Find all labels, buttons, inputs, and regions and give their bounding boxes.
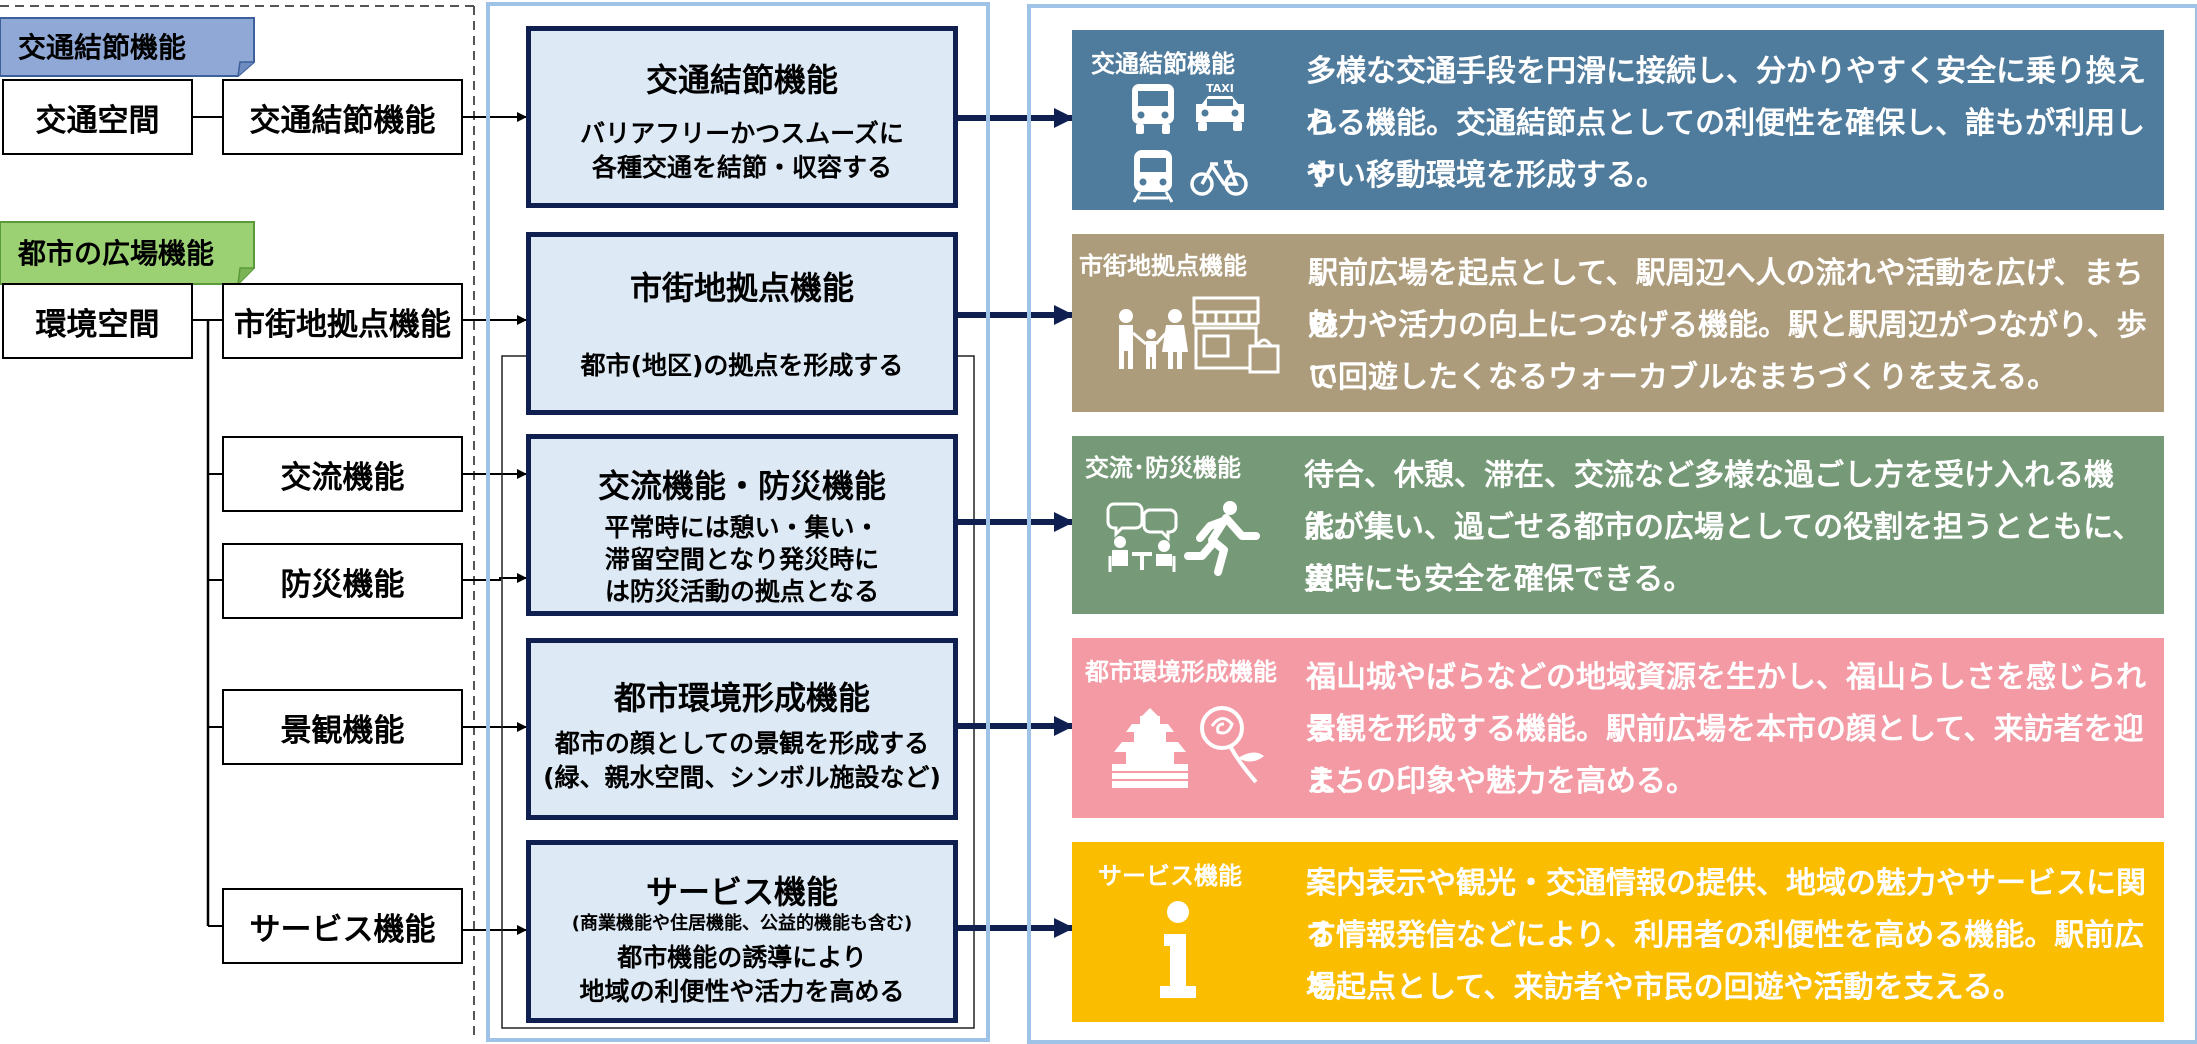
card-text-line: 害時にも安全を確保できる。 xyxy=(1304,562,1694,597)
function-urban-base: 市街地拠点機能 xyxy=(222,283,463,359)
mid-box-desc-line: 地域の利便性や活力を高める xyxy=(579,977,905,1006)
function-service: サービス機能 xyxy=(222,888,463,964)
information-icon xyxy=(1160,901,1196,998)
mid-box-exchange-disaster: 交流機能・防災機能 平常時には憩い・集い・ 滞留空間となり発災時に は防災活動の… xyxy=(526,434,958,616)
tag-urban-plaza: 都市の広場機能 xyxy=(0,221,255,286)
mid-box-transport: 交通結節機能 バリアフリーかつスムーズに 各種交通を結節・収容する xyxy=(526,26,958,208)
card-urban-environment: 都市環境形成機能 福山城やばらなどの地域資源を生かし、福山らしさを感じられる 景… xyxy=(1072,638,2164,818)
evacuation-icon xyxy=(1184,501,1260,576)
taxi-label: TAXI xyxy=(1206,82,1234,95)
card-text-line: 多様な交通手段を円滑に接続し、分かりやすく安全に乗り換えら xyxy=(1306,54,2146,141)
mid-box-desc-line: は防災活動の拠点となる xyxy=(604,577,880,606)
card-title: 交通結節機能 xyxy=(1091,50,1235,78)
card-text-line: 駅前広場を起点として、駅周辺へ人の流れや活動を広げ、まちの xyxy=(1308,256,2144,343)
card-text-line: 人が集い、過ごせる都市の広場としての役割を担うとともに、災 xyxy=(1304,510,2143,597)
shop-icon xyxy=(1192,296,1280,374)
conversation-icon xyxy=(1106,502,1178,572)
bicycle-icon xyxy=(1190,160,1248,196)
rose-icon xyxy=(1200,706,1264,784)
mid-box-urban-base: 市街地拠点機能 都市(地区)の拠点を形成する xyxy=(526,232,958,415)
card-title: 市街地拠点機能 xyxy=(1079,252,1247,280)
mid-box-title: 交流機能・防災機能 xyxy=(597,467,886,505)
mid-box-desc-line: 平常時には憩い・集い・ xyxy=(604,513,880,542)
card-title: 都市環境形成機能 xyxy=(1085,658,1277,686)
card-urban-base: 市街地拠点機能 駅前広場を起点として、駅周辺へ人の流れや活動を広げ、まちの 魅力… xyxy=(1072,234,2164,412)
mid-box-desc-line: 都市機能の誘導により xyxy=(617,943,867,972)
mid-box-desc-line: (緑、親水空間、シンボル施設など) xyxy=(543,763,941,792)
castle-icon xyxy=(1112,708,1188,788)
card-transport: 交通結節機能 TAXI 多様な交通手段を円滑に接続し、分かりやすく安全に乗り換え… xyxy=(1072,30,2164,210)
card-title: サービス機能 xyxy=(1098,862,1242,890)
card-title: 交流･防災機能 xyxy=(1085,454,1241,482)
function-disaster: 防災機能 xyxy=(222,543,463,619)
card-text-line: 待合、休憩、滞在、交流など多様な過ごし方を受け入れる機能。 xyxy=(1304,458,2114,545)
bus-icon xyxy=(1132,84,1174,134)
card-text-line: 魅力や活力の向上につなげる機能。駅と駅周辺がつながり、歩い xyxy=(1308,308,2147,395)
mid-box-service: サービス機能 (商業機能や住居機能、公益的機能も含む) 都市機能の誘導により 地… xyxy=(526,840,958,1023)
card-exchange-disaster: 交流･防災機能 待合、休憩、滞在、交流など多様な過ごし方を受け入れる機能。 人が… xyxy=(1072,436,2164,614)
mid-box-subtitle: (商業機能や住居機能、公益的機能も含む) xyxy=(571,913,913,934)
tag-transport-label: 交通結節機能 xyxy=(18,31,187,64)
function-landscape: 景観機能 xyxy=(222,689,463,765)
function-exchange: 交流機能 xyxy=(222,436,463,512)
family-icon xyxy=(1119,309,1188,369)
tag-transport: 交通結節機能 xyxy=(0,17,255,78)
mid-box-desc-line: バリアフリーかつスムーズに xyxy=(580,119,904,148)
space-environment: 環境空間 xyxy=(2,283,193,359)
tag-urban-plaza-label: 都市の広場機能 xyxy=(18,237,215,270)
card-text-line: 福山城やばらなどの地域資源を生かし、福山らしさを感じられる xyxy=(1306,660,2146,747)
mid-box-desc-line: 都市(地区)の拠点を形成する xyxy=(580,351,904,380)
mid-box-desc-line: 各種交通を結節・収容する xyxy=(591,153,892,182)
space-transport: 交通空間 xyxy=(2,79,193,155)
mid-box-urban-environment: 都市環境形成機能 都市の顔としての景観を形成する (緑、親水空間、シンボル施設な… xyxy=(526,638,958,820)
mid-box-desc-line: 都市の顔としての景観を形成する xyxy=(554,729,930,758)
card-text-line: る情報発信などにより、利用者の利便性を高める機能。駅前広場 xyxy=(1306,918,2145,1005)
card-service: サービス機能 案内表示や観光・交通情報の提供、地域の魅力やサービスに関す る情報… xyxy=(1072,842,2164,1022)
mid-box-title: 市街地拠点機能 xyxy=(629,269,854,307)
train-icon xyxy=(1132,150,1174,203)
card-text-line: れる機能。交通結節点としての利便性を確保し、誰もが利用しや xyxy=(1306,106,2146,193)
function-transport-node: 交通結節機能 xyxy=(222,79,463,155)
taxi-icon: TAXI xyxy=(1196,82,1244,131)
mid-box-title: 都市環境形成機能 xyxy=(613,679,870,717)
card-text-line: て回遊したくなるウォーカブルなまちづくりを支える。 xyxy=(1308,360,2058,395)
card-text-line: 景観を形成する機能。駅前広場を本市の顔として、来訪者を迎え、 xyxy=(1306,712,2144,799)
mid-box-title: 交通結節機能 xyxy=(645,61,838,99)
card-text-line: 案内表示や観光・交通情報の提供、地域の魅力やサービスに関す xyxy=(1306,866,2146,953)
card-text-line: まちの印象や魅力を高める。 xyxy=(1306,764,1696,799)
mid-box-desc-line: 滞留空間となり発災時に xyxy=(604,545,880,574)
card-text-line: すい移動環境を形成する。 xyxy=(1306,158,1666,193)
mid-box-title: サービス機能 xyxy=(645,873,838,911)
card-text-line: を起点として、来訪者や市民の回遊や活動を支える。 xyxy=(1306,970,2023,1005)
